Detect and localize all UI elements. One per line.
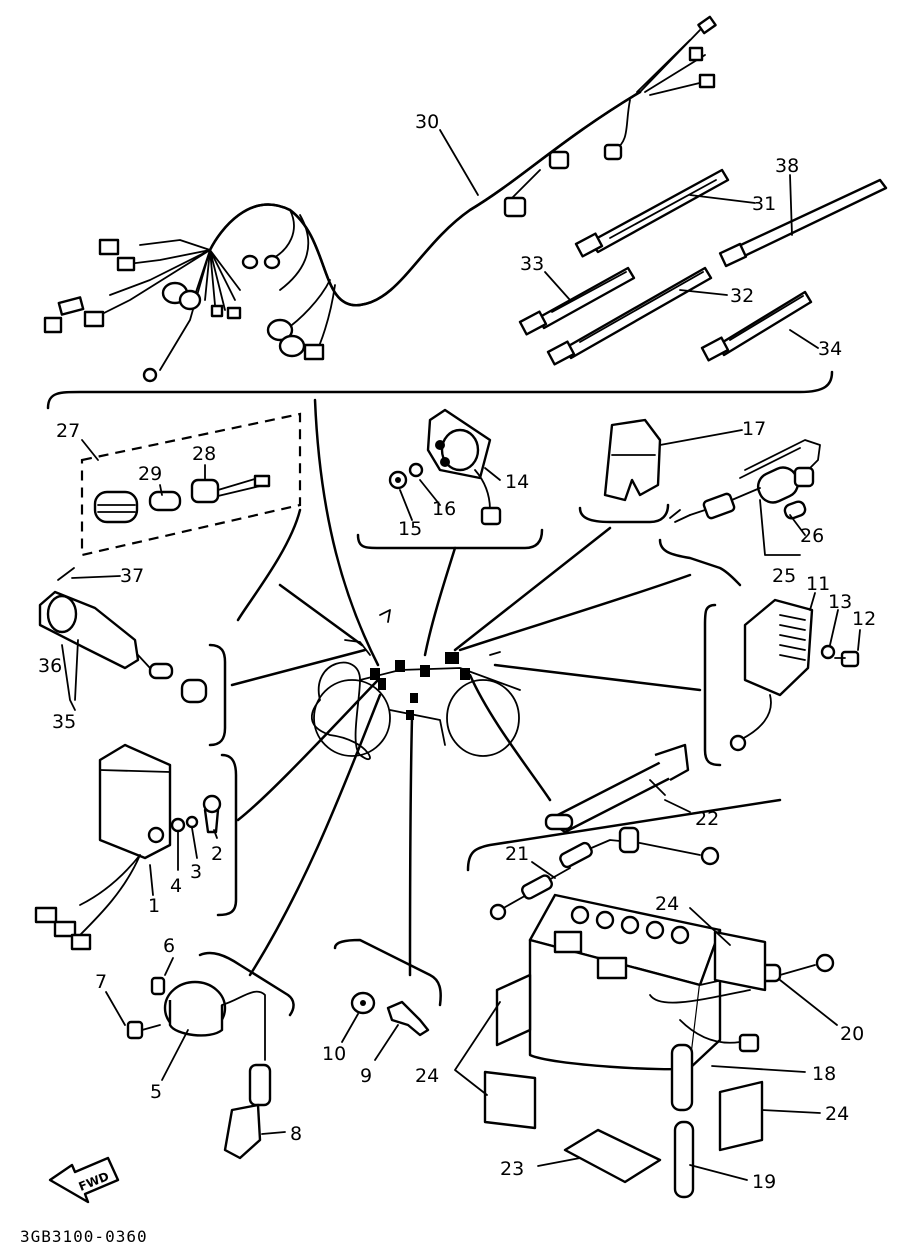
label-18: 18 xyxy=(812,1063,836,1085)
label-33: 33 xyxy=(520,253,544,275)
part-5-6-7-8-thermo-unit xyxy=(126,976,272,1160)
part-17-cover xyxy=(603,418,662,502)
label-3: 3 xyxy=(190,861,202,883)
part-23-pad xyxy=(563,1128,662,1184)
label-8: 8 xyxy=(290,1123,302,1145)
part-9-10-neutral-switch xyxy=(350,991,430,1037)
label-13: 13 xyxy=(828,591,852,613)
label-24-right: 24 xyxy=(825,1103,849,1125)
cdi-group-bracket xyxy=(216,753,238,917)
part-31-cable-tie xyxy=(574,168,730,258)
label-35: 35 xyxy=(52,711,76,733)
fwd-arrow: FWD xyxy=(48,1156,120,1204)
harness-group-bracket xyxy=(46,370,834,410)
label-7: 7 xyxy=(95,971,107,993)
label-9: 9 xyxy=(360,1065,372,1087)
label-16: 16 xyxy=(432,498,456,520)
switch-group-bracket xyxy=(208,643,227,747)
label-36: 36 xyxy=(38,655,62,677)
part-19-breather-hose xyxy=(670,1043,695,1199)
connection-lines xyxy=(230,398,702,977)
label-11: 11 xyxy=(806,573,830,595)
coil-group-bracket xyxy=(658,538,742,587)
label-28: 28 xyxy=(192,443,216,465)
label-30: 30 xyxy=(415,111,439,133)
label-2: 2 xyxy=(211,843,223,865)
leader-lines xyxy=(61,129,861,1181)
part-33-cable-tie xyxy=(518,266,636,336)
frame-outline xyxy=(310,609,521,761)
label-21: 21 xyxy=(505,843,529,865)
label-6: 6 xyxy=(163,935,175,957)
label-24-top: 24 xyxy=(655,893,679,915)
relay-group-bracket xyxy=(356,528,544,550)
part-24-pads xyxy=(483,930,767,1152)
label-4: 4 xyxy=(170,875,182,897)
battery-top-bracket xyxy=(466,798,782,872)
label-31: 31 xyxy=(752,193,776,215)
part-14-starter-relay xyxy=(388,408,502,526)
part-32-cable-tie xyxy=(546,266,713,366)
part-30-wire-harness xyxy=(43,15,717,383)
part-21-battery-cable xyxy=(489,826,720,921)
part-11-rectifier-regulator xyxy=(729,598,860,752)
diagram-code: 3GB3100-0360 xyxy=(20,1227,148,1246)
part-27-28-29-group xyxy=(80,412,302,557)
label-26: 26 xyxy=(800,525,824,547)
label-20: 20 xyxy=(840,1023,864,1045)
part-38-cable-tie xyxy=(718,178,888,268)
label-34: 34 xyxy=(818,338,842,360)
switch-small-group-bracket xyxy=(333,938,442,1007)
label-10: 10 xyxy=(322,1043,346,1065)
label-24-left: 24 xyxy=(415,1065,439,1087)
label-5: 5 xyxy=(150,1081,162,1103)
label-22: 22 xyxy=(695,808,719,830)
part-25-26-ignition-coil xyxy=(669,439,821,523)
label-15: 15 xyxy=(398,518,422,540)
cover-group-bracket xyxy=(578,503,670,524)
label-25: 25 xyxy=(772,565,796,587)
label-29: 29 xyxy=(138,463,162,485)
label-12: 12 xyxy=(852,608,876,630)
label-23: 23 xyxy=(500,1158,524,1180)
label-37: 37 xyxy=(120,565,144,587)
label-32: 32 xyxy=(730,285,754,307)
thermo-group-bracket xyxy=(198,951,295,1017)
label-14: 14 xyxy=(505,471,529,493)
part-35-36-37-main-switch xyxy=(38,567,208,704)
part-22-battery-band xyxy=(544,743,690,834)
label-38: 38 xyxy=(775,155,799,177)
label-19: 19 xyxy=(752,1171,776,1193)
part-34-cable-tie xyxy=(700,290,813,362)
part-number-labels: 30 31 38 33 32 34 27 29 28 14 16 15 17 2… xyxy=(38,111,876,1193)
label-1: 1 xyxy=(148,895,160,917)
part-18-battery xyxy=(528,893,760,1071)
rectifier-group-bracket xyxy=(703,603,722,767)
label-27: 27 xyxy=(56,420,80,442)
part-1-cdi-unit xyxy=(34,743,222,951)
label-17: 17 xyxy=(742,418,766,440)
